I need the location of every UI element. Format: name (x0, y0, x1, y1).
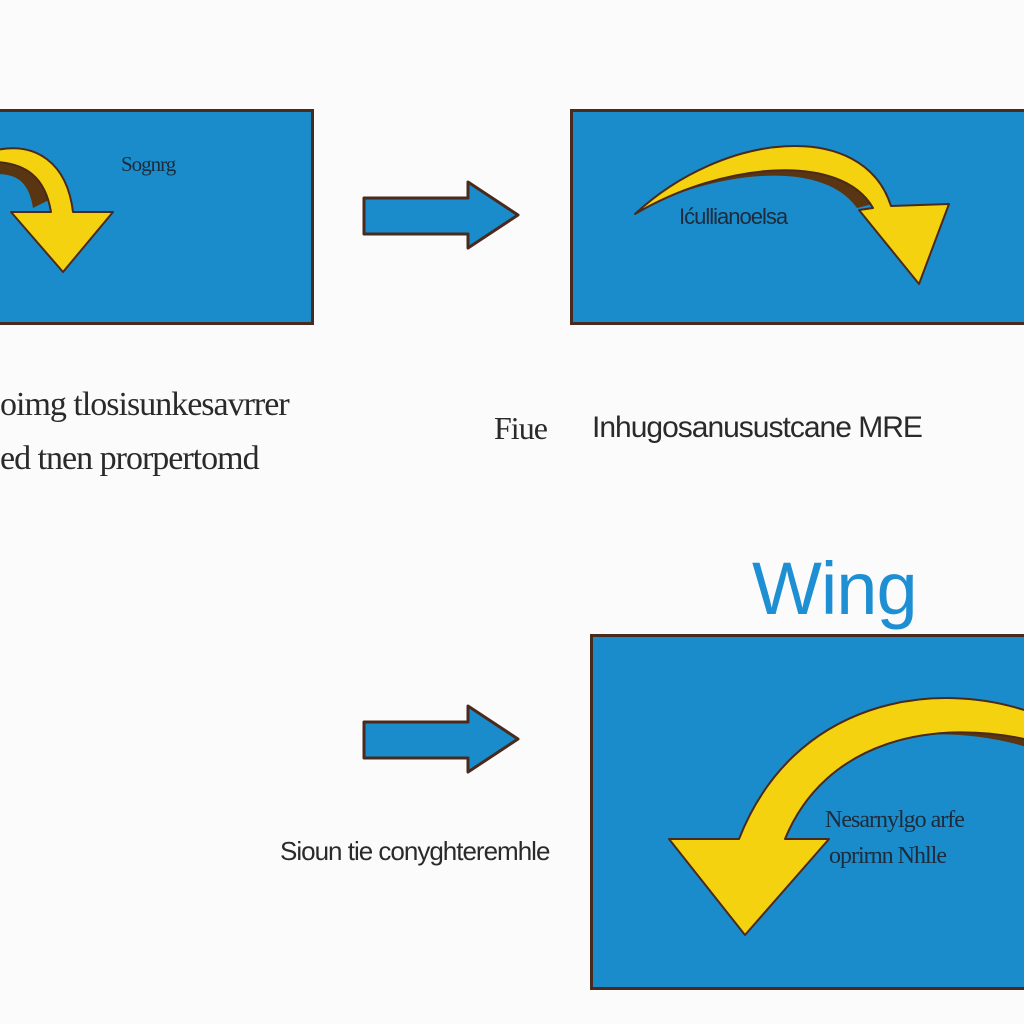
bottom-right-curved-arrow (668, 697, 1024, 936)
top-right-curved-arrow (634, 144, 950, 285)
top-flow-arrow (362, 180, 520, 250)
top-right-panel-label: Ićullianoelsa (679, 204, 788, 229)
bottom-right-panel-label-1: Nesarnylgo arfe (825, 807, 965, 833)
top-left-arrow-body (0, 147, 114, 273)
top-left-caption-line-2: ed tnen prorpertomd (0, 440, 260, 477)
top-right-caption: Inhugosanusustcane MRE (592, 411, 923, 444)
bottom-flow-arrow (362, 704, 520, 774)
bottom-left-caption: Sioun tie conyghteremhle (280, 836, 550, 866)
top-left-caption-line-1: oimg tlosisunkesavrrer (0, 386, 290, 423)
wing-title: Wing (752, 547, 918, 630)
top-left-panel-label: Sognrg (121, 152, 176, 176)
bottom-right-panel: Nesarnylgo arfe oprirnn Nhlle (590, 634, 1024, 990)
bottom-right-arrow-body (668, 697, 1024, 936)
top-right-arrow-body (634, 144, 950, 285)
top-right-caption-prefix: Fiue (494, 410, 548, 446)
top-right-panel: Ićullianoelsa (570, 109, 1024, 325)
bottom-right-panel-label-2: oprirnn Nhlle (829, 843, 947, 869)
top-left-curved-arrow (0, 147, 114, 273)
top-left-panel: Sognrg (0, 109, 314, 325)
